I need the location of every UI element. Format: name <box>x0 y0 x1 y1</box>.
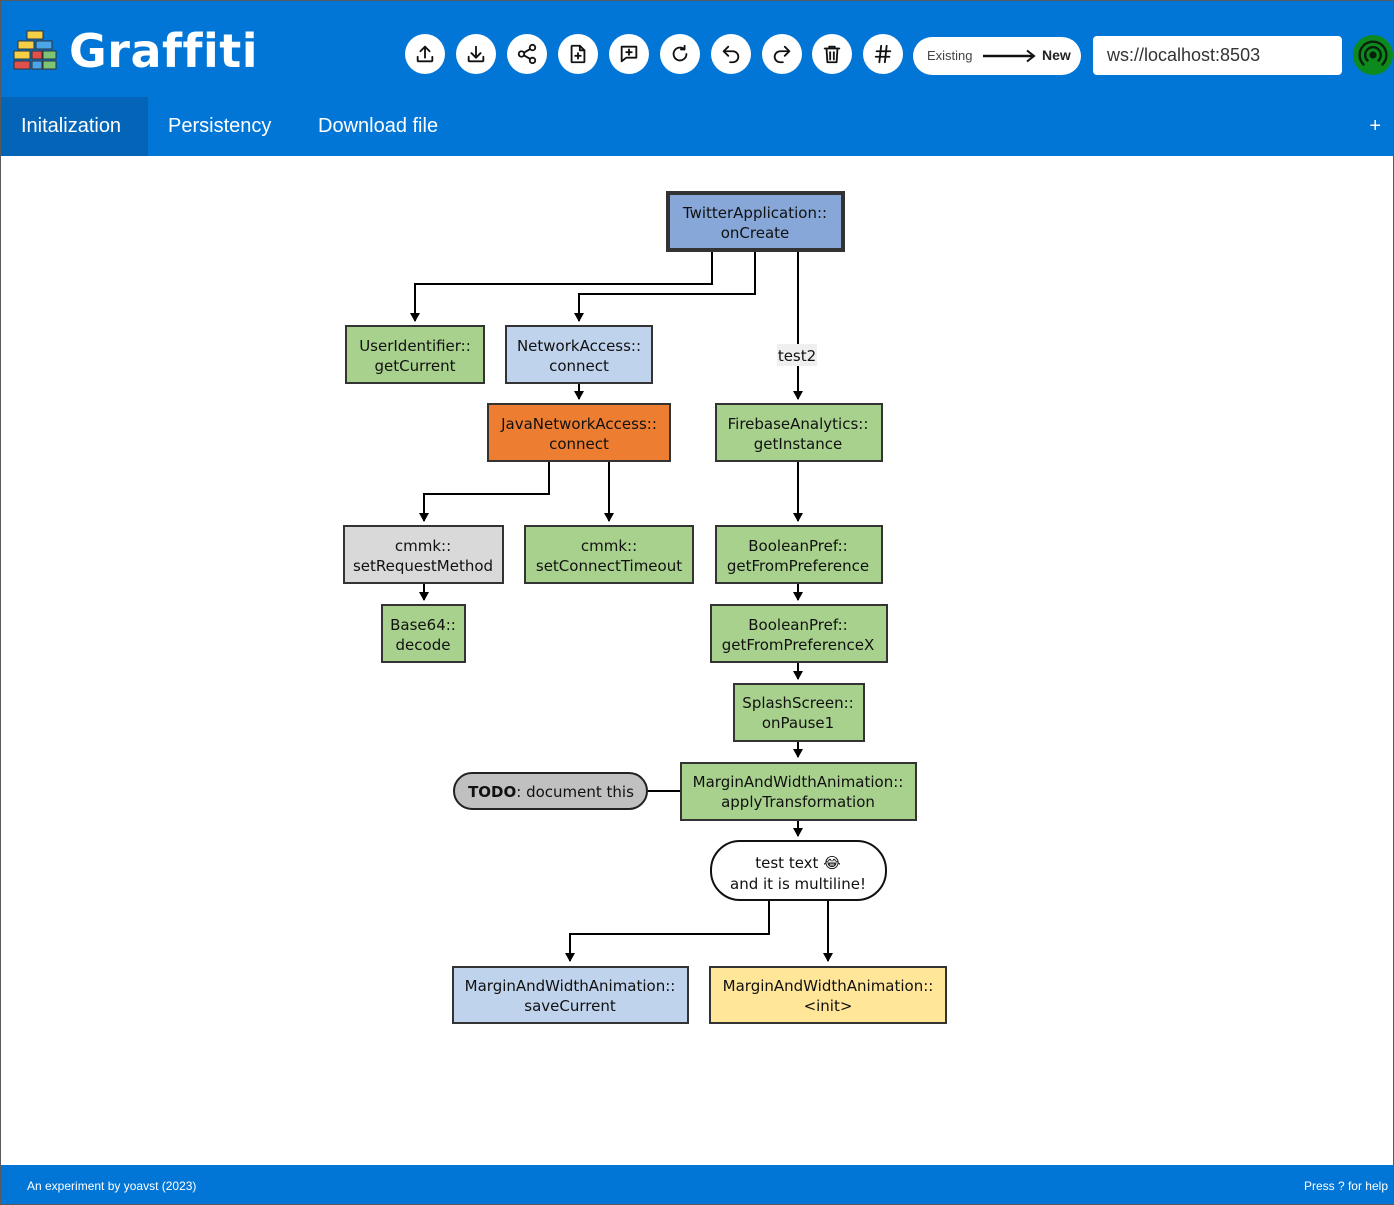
download-button[interactable] <box>456 34 496 74</box>
edge-note-marginsave <box>565 901 770 962</box>
graph-node[interactable]: JavaNetworkAccess:: connect <box>487 403 671 462</box>
graph-node[interactable]: cmmk:: setRequestMethod <box>343 525 504 584</box>
websocket-address-input[interactable] <box>1093 36 1342 75</box>
edge-label-test2: test2 <box>778 347 816 365</box>
download-icon <box>467 45 485 63</box>
edge-root-userid <box>410 252 713 322</box>
node-setreq-line1: cmmk:: <box>395 537 451 555</box>
node-marginapply-line1: MarginAndWidthAnimation:: <box>693 773 904 791</box>
tab-download-file[interactable]: Download file <box>318 115 439 137</box>
hash-icon <box>874 44 892 64</box>
graph-node[interactable]: cmmk:: setConnectTimeout <box>524 525 694 584</box>
graph-node[interactable]: MarginAndWidthAnimation:: <init> <box>709 966 947 1024</box>
footer-credit: An experiment by yoavst (2023) <box>27 1179 197 1193</box>
redo-icon <box>773 45 791 64</box>
header: Graffiti Existing <box>1 1 1393 97</box>
node-marginsave-line1: MarginAndWidthAnimation:: <box>465 977 676 995</box>
trash-icon <box>823 45 841 64</box>
graph-node[interactable]: MarginAndWidthAnimation:: applyTransform… <box>680 762 917 821</box>
mode-from-label: Existing <box>927 48 973 63</box>
redo-button[interactable] <box>762 34 802 74</box>
node-root-line1: TwitterApplication:: <box>682 204 827 222</box>
node-setreq-line2: setRequestMethod <box>353 557 493 575</box>
node-marginapply-line2: applyTransformation <box>721 793 875 811</box>
new-file-button[interactable] <box>558 34 598 74</box>
app-title: Graffiti <box>69 24 259 78</box>
node-firebase-line2: getInstance <box>754 435 842 453</box>
arrow-right-icon <box>983 49 1036 63</box>
graph-canvas[interactable]: test2 TwitterApplication:: onCreate User… <box>1 156 1393 1165</box>
note-line2: and it is multiline! <box>730 875 866 893</box>
footer: An experiment by yoavst (2023) Press ? f… <box>1 1165 1393 1204</box>
refresh-button[interactable] <box>660 34 700 74</box>
refresh-icon <box>672 44 688 62</box>
edge-javanet-setreq <box>419 462 550 522</box>
share-icon <box>517 43 537 65</box>
node-boolpref-line1: BooleanPref:: <box>748 537 847 555</box>
logo-icon <box>13 30 57 70</box>
node-margininit-line1: MarginAndWidthAnimation:: <box>723 977 934 995</box>
delete-button[interactable] <box>812 34 852 74</box>
graph-node[interactable]: UserIdentifier:: getCurrent <box>345 325 485 384</box>
node-settimeout-line2: setConnectTimeout <box>536 557 682 575</box>
node-firebase-line1: FirebaseAnalytics:: <box>728 415 869 433</box>
node-splash-line2: onPause1 <box>762 714 834 732</box>
connection-status-button[interactable] <box>1353 35 1393 75</box>
upload-icon <box>416 45 434 63</box>
share-button[interactable] <box>507 34 547 74</box>
broadcast-icon <box>1358 40 1388 66</box>
graph-node[interactable]: Base64:: decode <box>381 604 466 663</box>
edge-root-netaccess <box>574 252 756 322</box>
node-boolprefx-line2: getFromPreferenceX <box>722 636 874 654</box>
node-javanet-line1: JavaNetworkAccess:: <box>500 415 657 433</box>
edge-label-bg <box>777 344 817 366</box>
todo-label: TODO <box>468 783 516 801</box>
node-marginsave-line2: saveCurrent <box>524 997 616 1015</box>
note-line1: test text 😂 <box>755 854 840 872</box>
hash-button[interactable] <box>863 34 903 74</box>
add-tab-button[interactable]: + <box>1369 115 1381 137</box>
graph-node[interactable]: NetworkAccess:: connect <box>505 325 653 384</box>
node-settimeout-line1: cmmk:: <box>581 537 637 555</box>
node-margininit-line2: <init> <box>804 997 853 1015</box>
tab-initalization[interactable]: Initalization <box>1 97 148 156</box>
graph-node[interactable]: TwitterApplication:: onCreate <box>666 191 845 252</box>
node-boolprefx-line1: BooleanPref:: <box>748 616 847 634</box>
node-netaccess-line1: NetworkAccess:: <box>517 337 641 355</box>
node-boolpref-line2: getFromPreference <box>727 557 869 575</box>
undo-icon <box>722 45 740 64</box>
message-plus-icon <box>620 45 638 63</box>
todo-text: : document this <box>516 783 634 801</box>
tab-bar: Initalization Persistency Download file … <box>1 97 1393 156</box>
graph-edges <box>410 252 833 962</box>
node-root-line2: onCreate <box>721 224 790 242</box>
mode-toggle[interactable]: Existing New <box>913 37 1081 75</box>
undo-button[interactable] <box>711 34 751 74</box>
graph-node[interactable]: SplashScreen:: onPause1 <box>733 683 865 742</box>
graph-node[interactable]: MarginAndWidthAnimation:: saveCurrent <box>452 966 689 1024</box>
node-javanet-line2: connect <box>549 435 609 453</box>
file-plus-icon <box>570 44 586 64</box>
node-userid-line2: getCurrent <box>375 357 456 375</box>
tab-persistency[interactable]: Persistency <box>168 115 272 137</box>
node-base64-line1: Base64:: <box>390 616 456 634</box>
footer-help-hint: Press ? for help <box>1303 1179 1388 1193</box>
node-splash-line1: SplashScreen:: <box>742 694 853 712</box>
todo-note[interactable]: TODO: document this <box>453 772 648 810</box>
graph-node[interactable]: FirebaseAnalytics:: getInstance <box>715 403 883 462</box>
upload-button[interactable] <box>405 34 445 74</box>
graph-note-node[interactable]: test text 😂 and it is multiline! <box>710 840 887 901</box>
graph-node[interactable]: BooleanPref:: getFromPreferenceX <box>710 604 888 663</box>
call-graph: test2 TwitterApplication:: onCreate User… <box>343 191 947 1024</box>
graph-node[interactable]: BooleanPref:: getFromPreference <box>715 525 883 584</box>
svg-text:TODO: document this: TODO: document this <box>468 783 634 801</box>
mode-to-label: New <box>1042 47 1071 63</box>
node-base64-line2: decode <box>396 636 451 654</box>
node-userid-line1: UserIdentifier:: <box>359 337 471 355</box>
add-comment-button[interactable] <box>609 34 649 74</box>
node-netaccess-line2: connect <box>549 357 609 375</box>
